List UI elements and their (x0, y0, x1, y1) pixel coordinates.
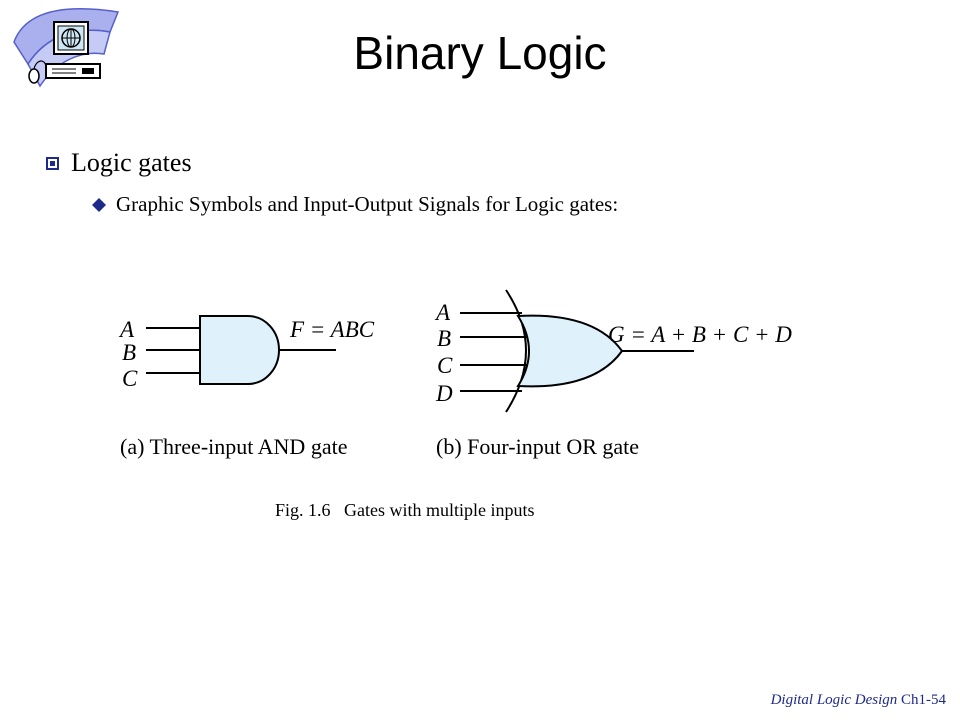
or-input-b: B (437, 326, 451, 351)
footer-page-number: Ch1-54 (901, 692, 946, 708)
bullet-heading: Logic gates (71, 148, 192, 177)
or-gate: A B C D G = A + B + C + D (b) Four-input… (434, 289, 792, 459)
bullet-subtext: Graphic Symbols and Input-Output Signals… (116, 192, 619, 216)
slide-title: Binary Logic (353, 27, 607, 79)
footer: Digital Logic Design Ch1-54 (771, 692, 946, 709)
and-gate-caption: (a) Three-input AND gate (120, 434, 347, 459)
or-input-d: D (435, 381, 453, 406)
diamond-bullet-icon (92, 197, 106, 212)
and-input-a: A (118, 317, 135, 342)
or-input-a: A (434, 300, 451, 325)
square-bullet-icon (46, 156, 59, 170)
bullet-graphic-symbols: Graphic Symbols and Input-Output Signals… (92, 192, 618, 217)
or-output-expression: G = A + B + C + D (608, 322, 792, 347)
footer-course: Digital Logic Design (770, 692, 898, 708)
figure-caption: Fig. 1.6 Gates with multiple inputs (275, 500, 535, 520)
and-input-b: B (122, 340, 136, 365)
bullet-logic-gates: Logic gates (46, 148, 192, 178)
and-gate: A B C F = ABC (a) Three-input AND gate (118, 315, 375, 459)
computer-icon (13, 8, 120, 88)
or-gate-caption: (b) Four-input OR gate (436, 434, 639, 459)
gates-diagram: A B C F = ABC (a) Three-input AND gate A… (118, 289, 792, 459)
and-output-expression: F = ABC (289, 317, 375, 342)
and-input-c: C (122, 366, 138, 391)
or-input-c: C (437, 353, 453, 378)
